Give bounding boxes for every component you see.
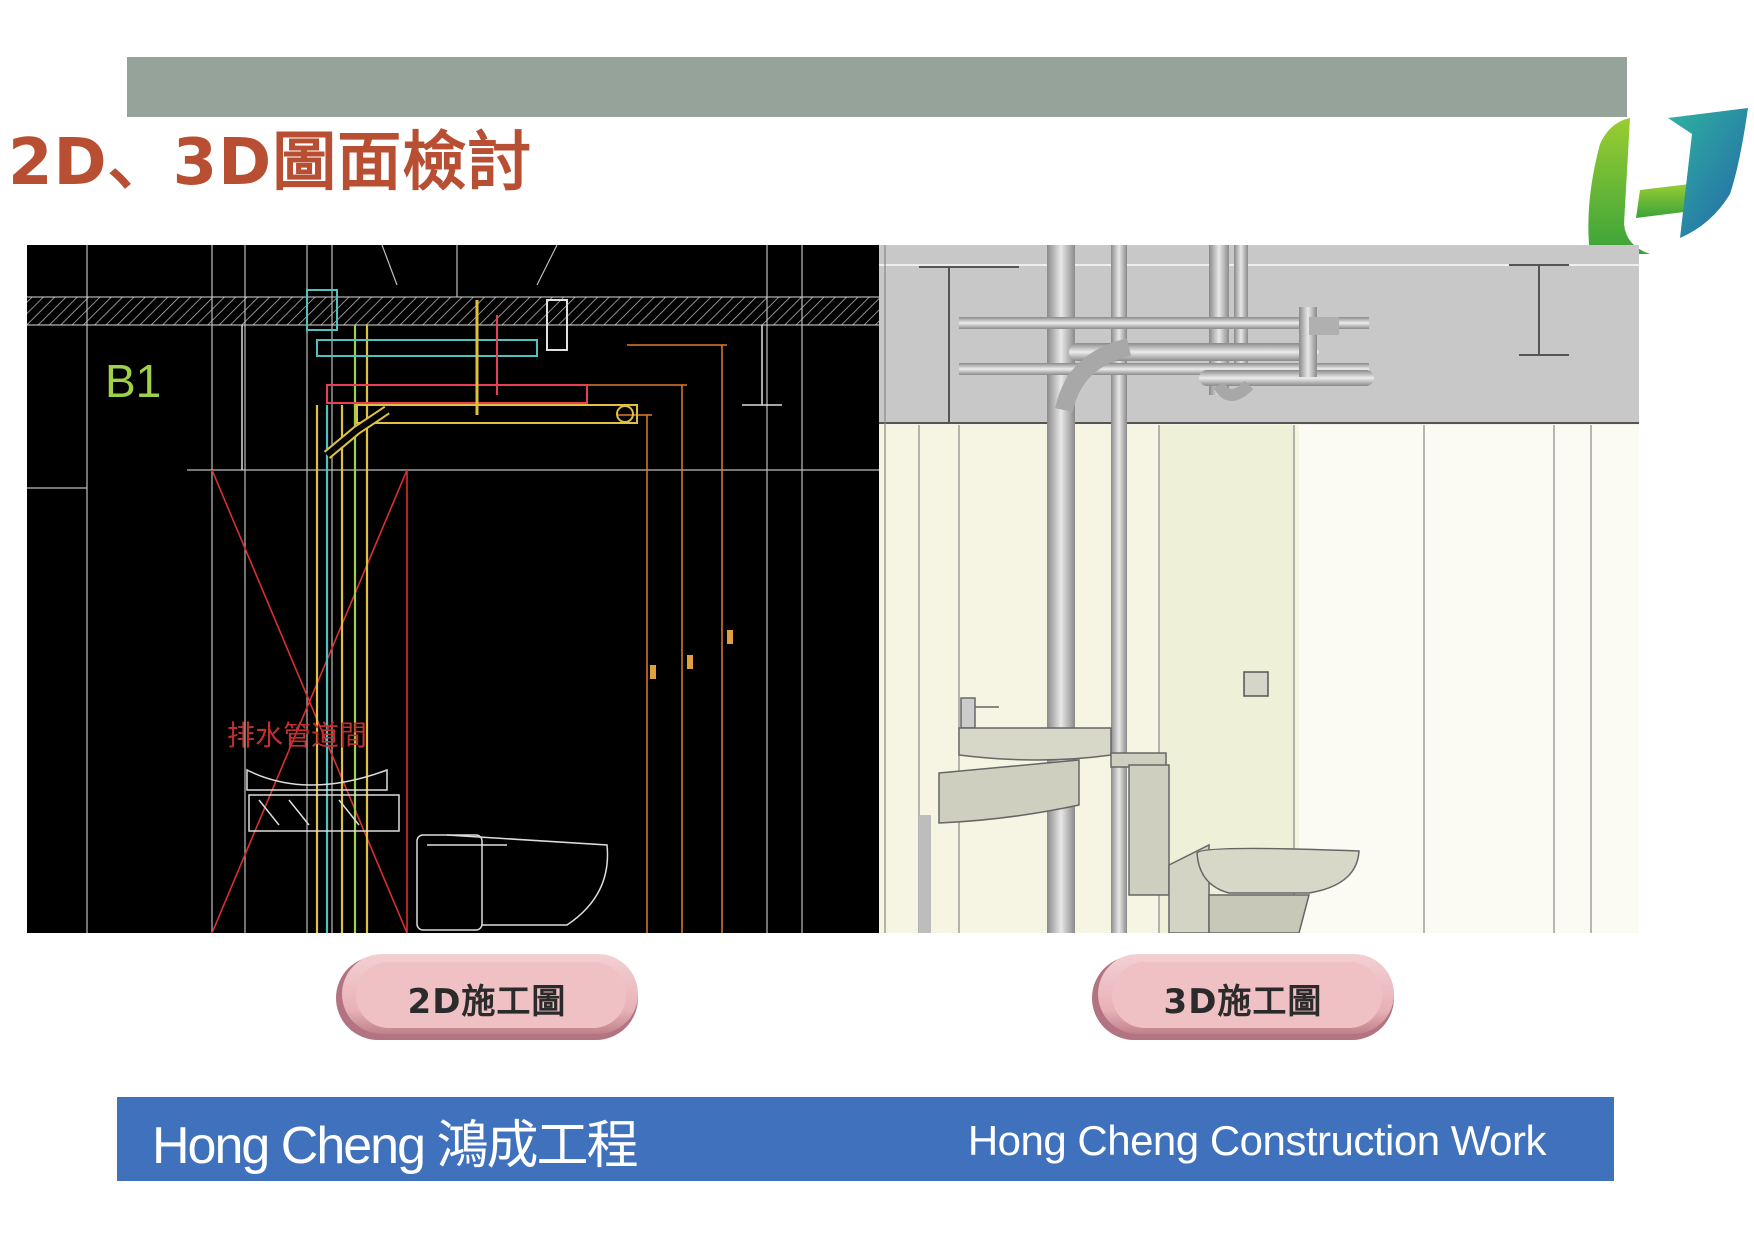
model-3d-panel — [879, 245, 1639, 933]
level-label: B1 — [105, 355, 161, 407]
caption-3d-text: 3D施工圖 — [1163, 981, 1323, 1022]
company-logo-icon — [1588, 108, 1748, 254]
caption-2d-label: 2D施工圖 — [332, 952, 642, 1044]
drawing-2d-panel: B1 — [27, 245, 879, 933]
caption-2d-text: 2D施工圖 — [407, 981, 567, 1022]
drawing-2d-canvas: B1 — [27, 245, 879, 933]
footer-banner: Hong Cheng 鴻成工程 Hong Cheng Construction … — [117, 1097, 1614, 1181]
footer-brand-left: Hong Cheng 鴻成工程 — [152, 1117, 638, 1175]
caption-3d-label: 3D施工圖 — [1088, 952, 1398, 1044]
top-band — [127, 57, 1627, 117]
room-label: 排水管道間 — [227, 719, 367, 752]
model-3d-canvas — [879, 245, 1639, 933]
footer-brand-right: Hong Cheng Construction Work — [967, 1117, 1547, 1164]
slide-title: 2D、3D圖面檢討 — [8, 126, 533, 200]
